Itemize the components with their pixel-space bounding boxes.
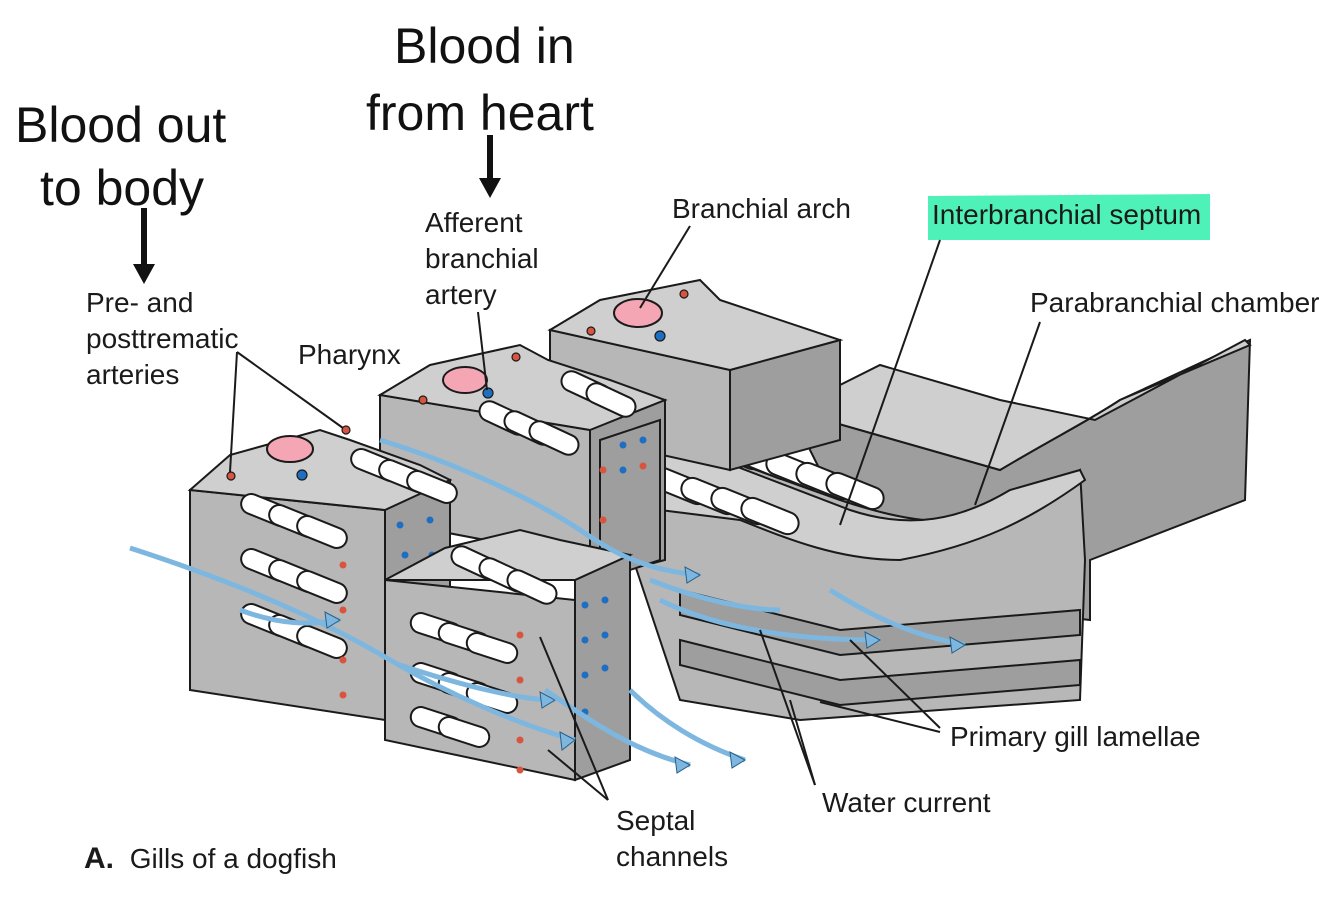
branchial-vessel-icon xyxy=(613,298,663,328)
label-pre-post-arteries: Pre- and posttrematic arteries xyxy=(86,287,344,473)
blood-out-line2: to body xyxy=(40,160,204,216)
label-pharynx: Pharynx xyxy=(298,339,401,370)
svg-text:posttrematic: posttrematic xyxy=(86,323,239,354)
branchial-arch-block xyxy=(547,278,844,472)
label-branchial-arch: Branchial arch xyxy=(639,193,851,309)
highlight-marker xyxy=(928,194,1222,240)
svg-text:Water current: Water current xyxy=(822,787,991,818)
svg-text:Pre- and: Pre- and xyxy=(86,287,193,318)
svg-text:Branchial arch: Branchial arch xyxy=(672,193,851,224)
svg-text:Septal: Septal xyxy=(616,805,695,836)
caption-text: Gills of a dogfish xyxy=(130,843,337,874)
label-interbranchial-septum: Interbranchial septum xyxy=(839,192,1230,526)
left-lamellae xyxy=(240,448,458,659)
blood-in-heading: Blood in from heart xyxy=(366,18,594,198)
svg-text:Primary gill lamellae: Primary gill lamellae xyxy=(950,721,1201,752)
blood-in-line2: from heart xyxy=(366,85,594,141)
svg-text:Interbranchial septum: Interbranchial septum xyxy=(932,199,1201,230)
svg-text:Parabranchial chamber: Parabranchial chamber xyxy=(1030,287,1320,318)
water-flow-arrows xyxy=(129,437,967,774)
middle-lamellae xyxy=(478,370,637,456)
svg-text:arteries: arteries xyxy=(86,359,179,390)
figure-caption: A. Gills of a dogfish xyxy=(84,842,337,875)
label-parabranchial-chamber: Parabranchial chamber xyxy=(974,287,1320,506)
svg-text:artery: artery xyxy=(425,279,497,310)
svg-text:branchial: branchial xyxy=(425,243,539,274)
label-septal-channels: Septal channels xyxy=(539,636,728,872)
svg-text:Afferent: Afferent xyxy=(425,207,523,238)
blood-in-line1: Blood in xyxy=(394,18,575,74)
blood-out-heading: Blood out to body xyxy=(15,97,226,284)
right-gill-arch xyxy=(597,338,1252,722)
front-middle-gill-block xyxy=(384,528,634,782)
label-primary-gill-lamellae: Primary gill lamellae xyxy=(819,639,1201,752)
svg-text:A. Gills of a dogfish: A. Gills of a dogfish xyxy=(84,842,337,875)
blood-out-line1: Blood out xyxy=(15,97,226,153)
caption-letter: A. xyxy=(84,842,114,875)
label-water-current: Water current xyxy=(759,629,991,818)
svg-text:channels: channels xyxy=(616,841,728,872)
label-afferent-artery: Afferent branchial artery xyxy=(425,207,539,391)
